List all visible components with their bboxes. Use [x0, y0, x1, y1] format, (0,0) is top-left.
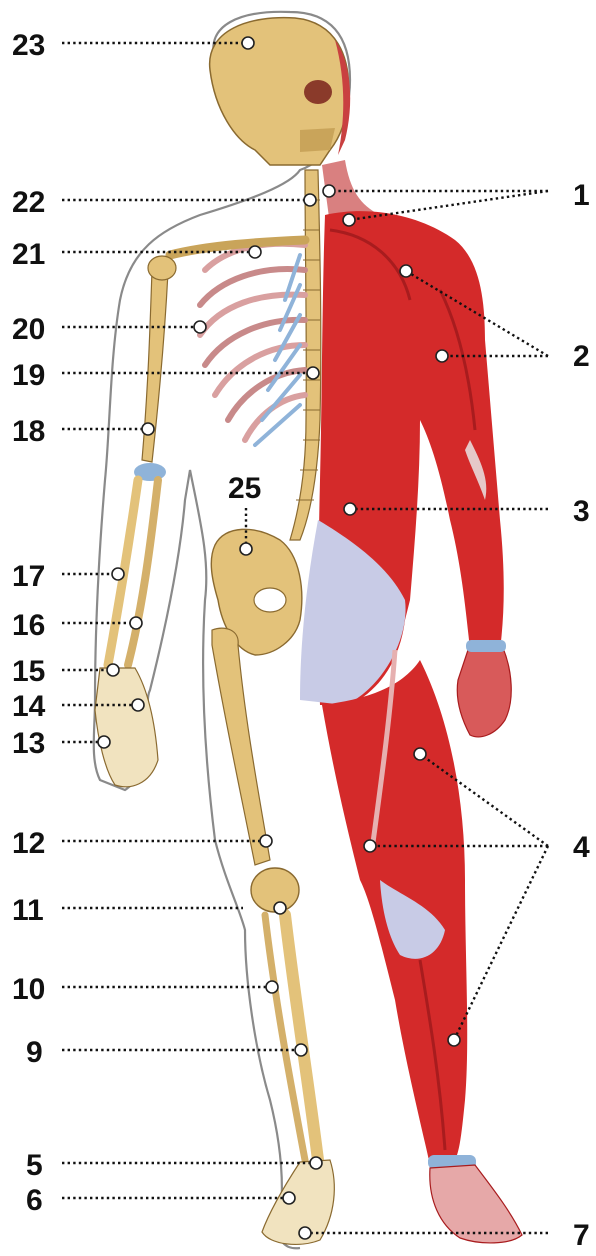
- hand-right: [457, 648, 511, 737]
- marker-dot: [304, 194, 316, 206]
- label-7: 7: [573, 1219, 590, 1252]
- skeleton: [95, 170, 334, 1244]
- label-14: 14: [12, 690, 46, 723]
- label-2: 2: [573, 340, 590, 373]
- label-15: 15: [12, 655, 45, 688]
- foot-left: [262, 1160, 334, 1244]
- skull: [210, 18, 351, 165]
- leader-line-4c: [454, 846, 548, 1040]
- label-5: 5: [26, 1149, 43, 1182]
- marker-dot: [307, 367, 319, 379]
- label-10: 10: [12, 973, 45, 1006]
- marker-dot: [132, 699, 144, 711]
- marker-dot: [260, 835, 272, 847]
- marker-dot: [310, 1157, 322, 1169]
- marker-dot: [266, 981, 278, 993]
- label-4: 4: [573, 831, 590, 864]
- label-12: 12: [12, 827, 45, 860]
- marker-dot: [112, 568, 124, 580]
- rib-cage: [200, 244, 305, 445]
- marker-dot: [448, 1034, 460, 1046]
- foot-right: [430, 1165, 522, 1243]
- label-11: 11: [12, 894, 44, 927]
- marker-dot: [240, 543, 252, 555]
- label-23: 23: [12, 29, 45, 62]
- label-6: 6: [26, 1184, 43, 1217]
- label-1: 1: [573, 179, 590, 212]
- label-25: 25: [228, 472, 261, 505]
- marker-dot: [249, 246, 261, 258]
- wrist-band: [466, 640, 506, 652]
- marker-dot: [283, 1192, 295, 1204]
- femur: [212, 628, 270, 865]
- label-18: 18: [12, 415, 45, 448]
- hand-left: [95, 668, 158, 787]
- label-3: 3: [573, 495, 590, 528]
- label-13: 13: [12, 727, 45, 760]
- marker-dot: [274, 902, 286, 914]
- marker-dot: [400, 265, 412, 277]
- marker-dot: [98, 736, 110, 748]
- marker-dot: [242, 37, 254, 49]
- marker-dot: [414, 748, 426, 760]
- marker-dot: [299, 1227, 311, 1239]
- label-17: 17: [12, 560, 45, 593]
- marker-dot: [194, 321, 206, 333]
- marker-dot: [295, 1044, 307, 1056]
- label-20: 20: [12, 313, 45, 346]
- marker-dot: [436, 350, 448, 362]
- muscle-figure: [300, 160, 522, 1243]
- label-9: 9: [26, 1036, 43, 1069]
- marker-dot: [142, 423, 154, 435]
- label-19: 19: [12, 359, 45, 392]
- marker-dot: [323, 185, 335, 197]
- marker-dot: [343, 214, 355, 226]
- marker-dot: [107, 664, 119, 676]
- label-21: 21: [12, 238, 45, 271]
- marker-dot: [344, 503, 356, 515]
- marker-dot: [130, 617, 142, 629]
- marker-dot: [364, 840, 376, 852]
- label-16: 16: [12, 609, 45, 642]
- label-22: 22: [12, 186, 45, 219]
